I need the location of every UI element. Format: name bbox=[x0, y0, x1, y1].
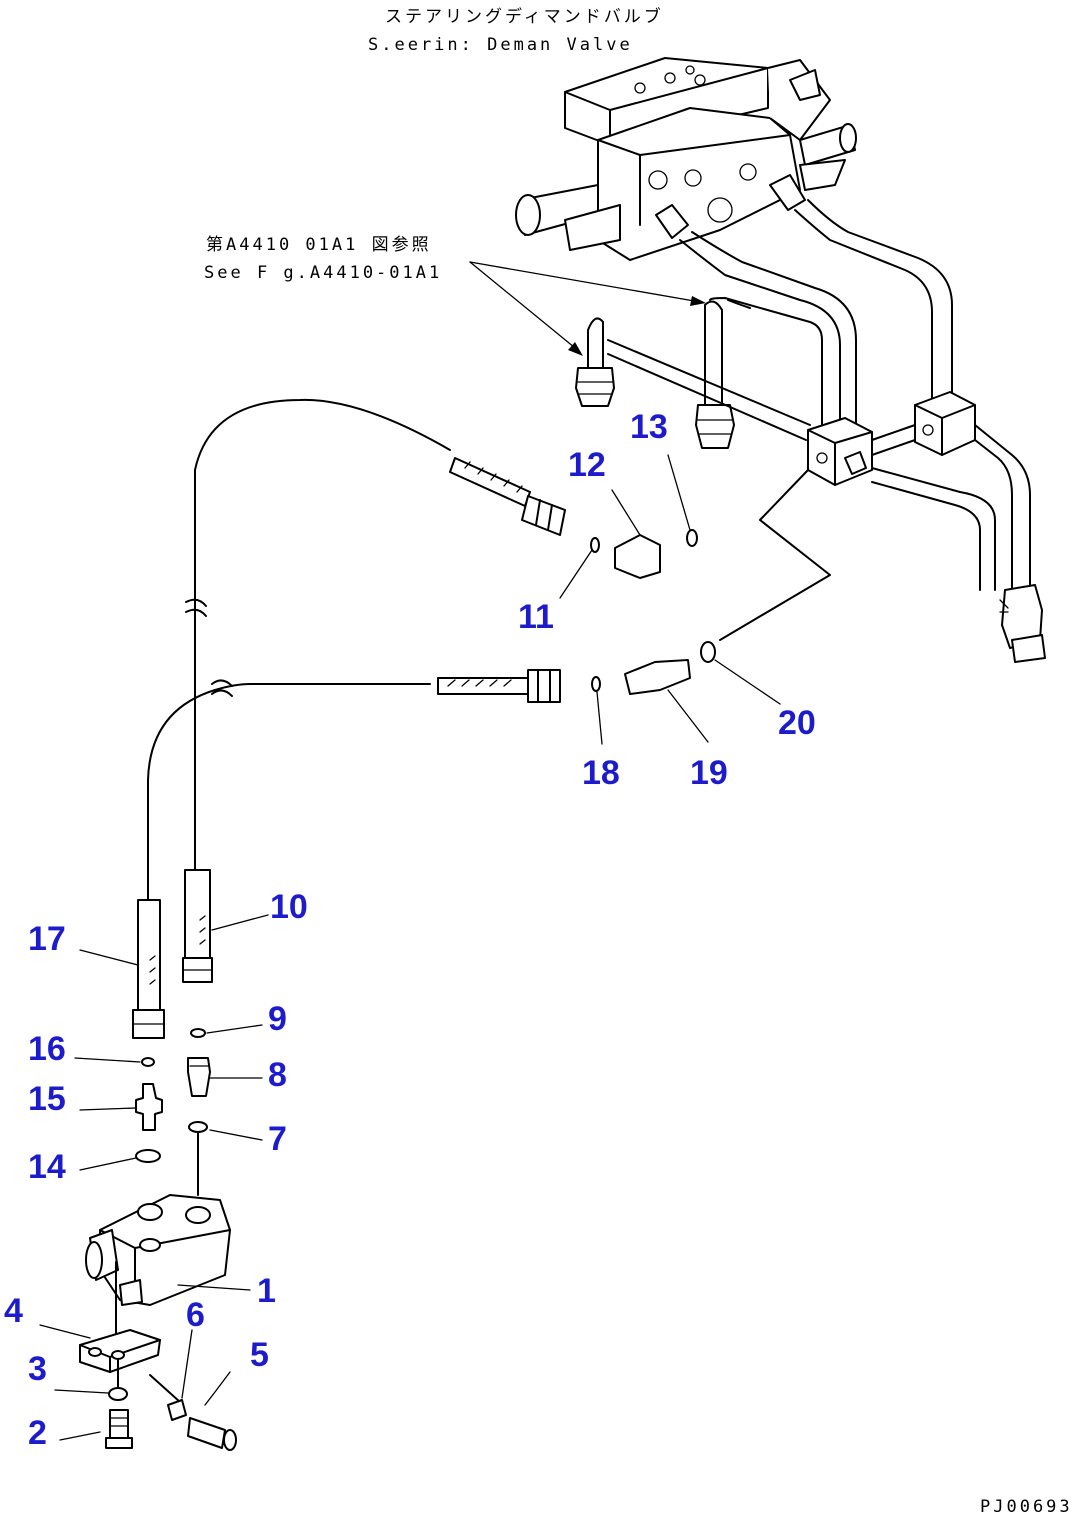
o-ring-13 bbox=[686, 529, 698, 547]
elbow-19 bbox=[624, 659, 691, 695]
callout-17: 17 bbox=[28, 920, 66, 958]
bolt-5 bbox=[187, 1417, 226, 1449]
callout-2: 2 bbox=[28, 1414, 47, 1452]
drawing-code: PJ00693 bbox=[980, 1497, 1073, 1517]
priority-valve-assembly bbox=[79, 1194, 237, 1451]
callout-3: 3 bbox=[28, 1350, 47, 1388]
o-ring-16 bbox=[141, 1057, 155, 1067]
hose-lines bbox=[147, 398, 566, 901]
reference-english: See F g.A4410-01A1 bbox=[204, 263, 442, 283]
steering-demand-valve bbox=[515, 57, 857, 261]
o-ring-11 bbox=[590, 537, 600, 553]
callout-6: 6 bbox=[186, 1296, 205, 1334]
washer-6 bbox=[167, 1399, 187, 1421]
callout-20: 20 bbox=[778, 704, 816, 742]
callout-15: 15 bbox=[28, 1080, 66, 1118]
callout-numbers: 1 2 3 4 5 6 7 8 9 10 11 12 13 14 15 16 1… bbox=[4, 408, 816, 1452]
o-ring-14 bbox=[135, 1149, 161, 1163]
callout-19: 19 bbox=[690, 754, 728, 792]
callout-11: 11 bbox=[518, 598, 554, 636]
reference-arrows bbox=[469, 261, 706, 356]
callout-16: 16 bbox=[28, 1030, 66, 1068]
o-ring-9 bbox=[190, 1028, 206, 1038]
elbow-12 bbox=[614, 534, 661, 579]
callout-18: 18 bbox=[582, 754, 620, 792]
callout-8: 8 bbox=[268, 1056, 287, 1094]
washer-3 bbox=[108, 1387, 128, 1401]
fittings-lower bbox=[135, 1028, 211, 1196]
callout-12: 12 bbox=[568, 446, 606, 484]
callout-7: 7 bbox=[268, 1120, 287, 1158]
connector-8 bbox=[187, 1057, 211, 1097]
valve-piping bbox=[575, 174, 1046, 663]
hose-17 bbox=[137, 899, 161, 1011]
callout-13: 13 bbox=[630, 408, 668, 446]
reference-japanese: 第A4410 01A1 図参照 bbox=[206, 235, 432, 255]
callout-14: 14 bbox=[28, 1148, 66, 1186]
fittings-upper bbox=[590, 529, 716, 695]
caption-japanese: ステアリングディマンドバルブ bbox=[385, 6, 664, 27]
callout-5: 5 bbox=[250, 1336, 269, 1374]
hose-ends bbox=[132, 869, 213, 1039]
callout-10: 10 bbox=[270, 888, 308, 926]
o-ring-18 bbox=[591, 676, 601, 692]
connector-15 bbox=[135, 1083, 163, 1131]
callout-9: 9 bbox=[268, 1000, 287, 1038]
o-ring-20 bbox=[700, 641, 716, 663]
leader-lines bbox=[39, 454, 781, 1441]
hose-10 bbox=[184, 869, 211, 959]
callout-1: 1 bbox=[257, 1272, 276, 1310]
o-ring-7 bbox=[188, 1121, 208, 1133]
callout-4: 4 bbox=[4, 1292, 23, 1330]
bolt-2 bbox=[109, 1409, 129, 1441]
caption-english: S.eerin: Deman Valve bbox=[368, 35, 633, 55]
